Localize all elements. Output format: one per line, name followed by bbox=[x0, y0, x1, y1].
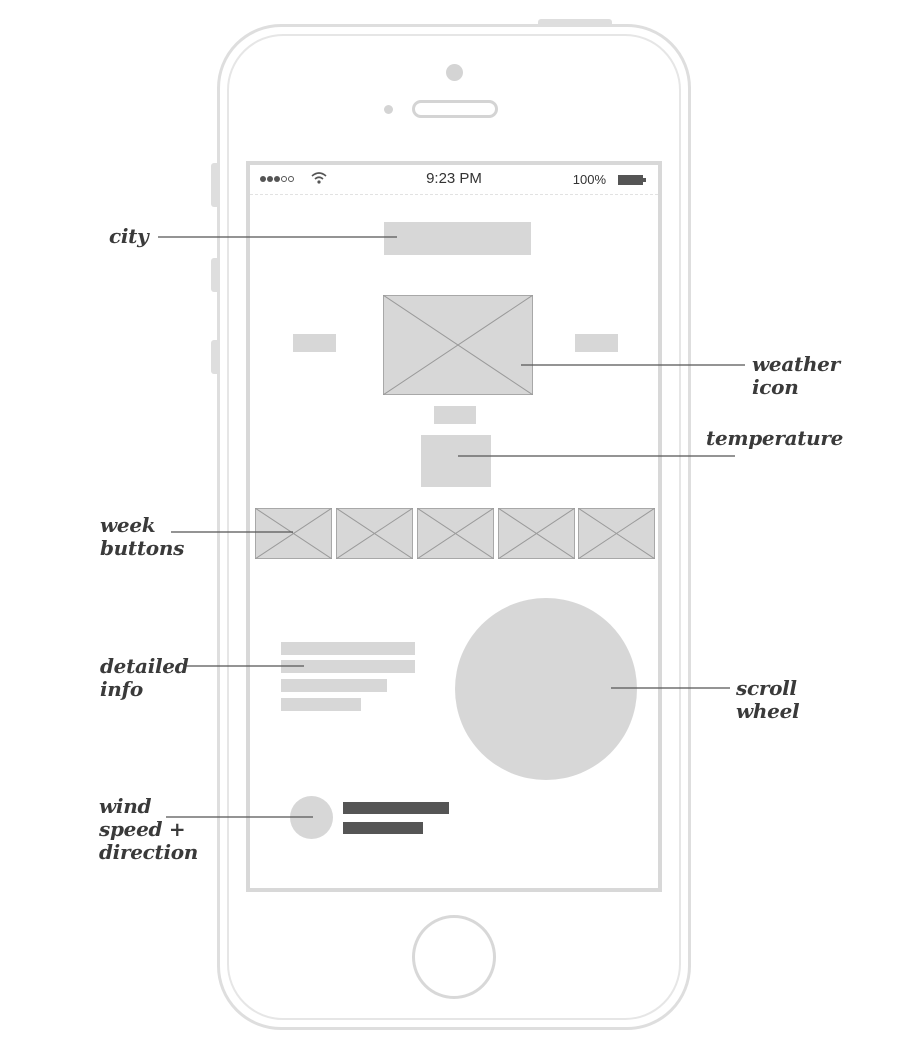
proximity-sensor-icon bbox=[384, 105, 393, 114]
annotation-city: city bbox=[109, 224, 149, 248]
wind-direction-bar bbox=[343, 822, 423, 834]
phone-inner-bezel bbox=[227, 34, 681, 1020]
week-day-button[interactable] bbox=[578, 508, 655, 559]
earpiece-speaker-icon bbox=[412, 100, 498, 118]
info-line bbox=[281, 698, 361, 711]
annotation-weather-icon: weather icon bbox=[752, 352, 840, 399]
week-day-button[interactable] bbox=[255, 508, 332, 559]
city-placeholder bbox=[384, 222, 531, 255]
info-line bbox=[281, 660, 415, 673]
status-time: 9:23 PM bbox=[426, 170, 482, 187]
info-line bbox=[281, 679, 387, 692]
weather-icon-placeholder bbox=[383, 295, 533, 395]
home-button[interactable] bbox=[412, 915, 496, 999]
left-info-placeholder bbox=[293, 334, 336, 352]
week-day-button[interactable] bbox=[498, 508, 575, 559]
signal-dots-icon bbox=[260, 176, 294, 182]
annotation-wind-speed-direction: wind speed + direction bbox=[99, 794, 199, 864]
week-day-button[interactable] bbox=[336, 508, 413, 559]
volume-down-button bbox=[211, 340, 218, 374]
battery-percentage: 100% bbox=[572, 172, 606, 187]
scroll-wheel[interactable] bbox=[455, 598, 637, 780]
condition-placeholder bbox=[434, 406, 476, 424]
temperature-placeholder bbox=[421, 435, 491, 487]
annotation-week-buttons: week buttons bbox=[100, 513, 185, 560]
status-bar: 9:23 PM 100% bbox=[250, 165, 658, 195]
power-button bbox=[538, 19, 612, 25]
week-day-button[interactable] bbox=[417, 508, 494, 559]
info-line bbox=[281, 642, 415, 655]
annotation-temperature: temperature bbox=[706, 426, 844, 450]
annotation-scroll-wheel: scroll wheel bbox=[736, 676, 800, 723]
volume-up-button bbox=[211, 258, 218, 292]
battery-icon bbox=[618, 175, 646, 185]
annotation-detailed-info: detailed info bbox=[100, 654, 189, 701]
right-info-placeholder bbox=[575, 334, 618, 352]
mute-switch bbox=[211, 163, 218, 207]
wifi-icon bbox=[311, 172, 327, 184]
wind-speed-bar bbox=[343, 802, 449, 814]
front-camera-icon bbox=[446, 64, 463, 81]
